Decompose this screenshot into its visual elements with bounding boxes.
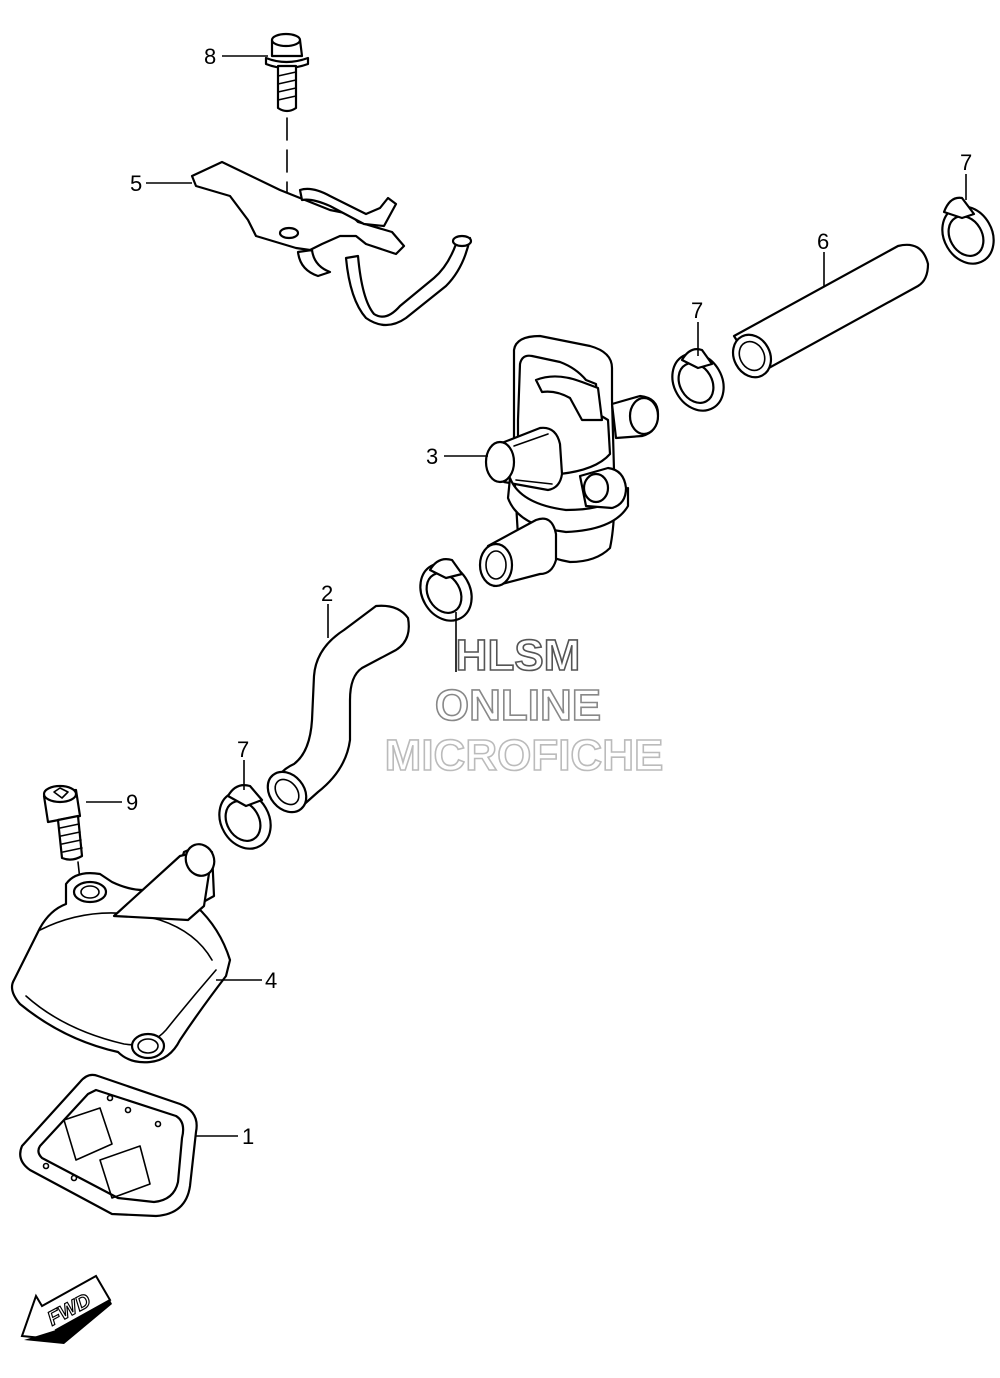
- watermark-line-1: HLSM: [456, 631, 581, 680]
- part-5-bracket-pipe: [190, 160, 473, 327]
- fwd-arrow: FWD: [20, 1274, 112, 1344]
- watermark-line-3: MICROFICHE: [385, 731, 664, 780]
- callout-1: 1: [242, 1124, 254, 1149]
- callout-4: 4: [265, 968, 277, 993]
- part-6-hose: [731, 243, 930, 379]
- part-4-cover: [10, 843, 232, 1064]
- callout-8: 8: [204, 44, 216, 69]
- part-7-clamp-bottom-left: [218, 784, 272, 850]
- callout-7-middle: 7: [691, 298, 703, 323]
- part-8-bolt: [264, 32, 310, 231]
- watermark: HLSM ONLINE MICROFICHE: [384, 630, 664, 781]
- callout-9: 9: [126, 790, 138, 815]
- part-9-bolt: [42, 784, 84, 881]
- callout-7-bottom-left: 7: [237, 737, 249, 762]
- part-7-clamp-middle: [671, 348, 725, 412]
- part-1-reed-plate: [19, 1073, 198, 1218]
- part-3-valve: [478, 334, 660, 588]
- callout-5: 5: [130, 171, 142, 196]
- callout-6: 6: [817, 229, 829, 254]
- leader-lines: [86, 55, 967, 1137]
- watermark-line-2: ONLINE: [435, 681, 601, 730]
- callout-3: 3: [426, 444, 438, 469]
- callout-2: 2: [321, 581, 333, 606]
- callout-7-top-right: 7: [960, 150, 972, 175]
- part-7-clamp-lower: [419, 558, 473, 622]
- part-2-bent-hose: [266, 604, 410, 814]
- part-7-clamp-top-right: [941, 196, 995, 265]
